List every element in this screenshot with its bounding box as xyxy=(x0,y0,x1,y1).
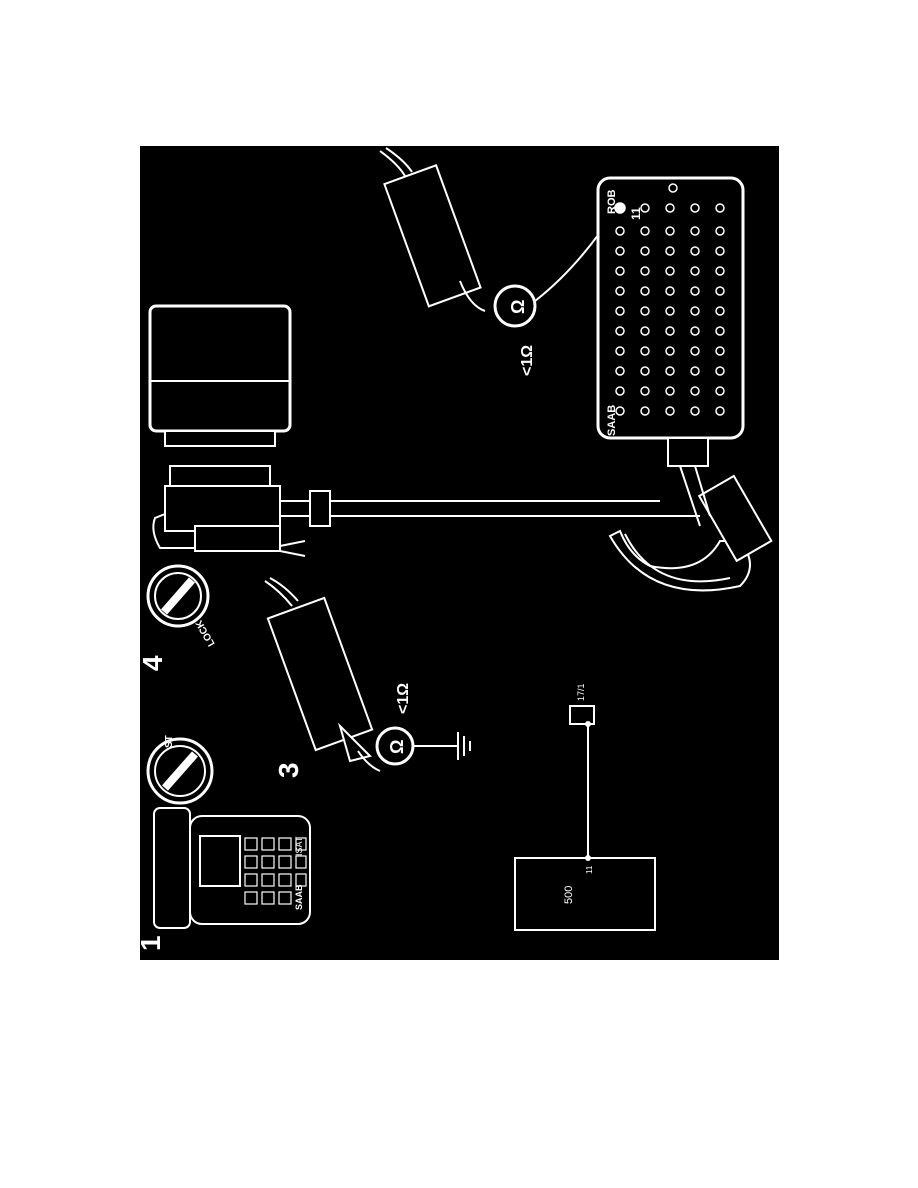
breakout-pin-11: 11 xyxy=(629,207,643,220)
step-number-1: 1 xyxy=(140,935,166,951)
reading-right: <1Ω xyxy=(519,345,536,376)
component-label: 17/1 xyxy=(576,683,586,701)
ignition-label-start: ST xyxy=(164,735,175,748)
ground-symbol xyxy=(457,732,471,760)
tester-brand: SAAB xyxy=(294,884,304,910)
ecu-label: 500 xyxy=(563,886,575,904)
diagnostic-tester: SAAB ISAT xyxy=(153,807,311,929)
wiring-diagram: 500 11 17/1 xyxy=(514,683,656,931)
step-number-4: 4 xyxy=(140,655,168,671)
adapter-connector xyxy=(608,465,773,592)
breakout-pin-grid xyxy=(614,183,725,416)
reading-left: <1Ω xyxy=(395,683,412,714)
ohm-symbol-left: Ω xyxy=(387,740,407,754)
ohm-symbol-right: Ω xyxy=(508,300,528,314)
ignition-switch-lock: LOCK xyxy=(146,564,218,648)
tester-model: ISAT xyxy=(294,836,304,856)
control-module xyxy=(148,304,292,552)
left-connector xyxy=(264,577,381,772)
right-connector xyxy=(379,147,486,312)
diagnostic-diagram: 1 3 4 SAAB ISAT ST xyxy=(135,146,779,960)
ignition-switch-start: ST xyxy=(146,735,214,805)
step-number-3: 3 xyxy=(273,762,304,778)
cable-harness xyxy=(279,490,700,557)
breakout-brand: SAAB xyxy=(606,405,618,436)
ohmmeter-left: Ω <1Ω xyxy=(375,683,471,766)
breakout-box: SAAB ROB 11 xyxy=(596,176,745,467)
tester-keypad xyxy=(244,837,307,905)
ecu-pin-label: 11 xyxy=(585,865,594,874)
